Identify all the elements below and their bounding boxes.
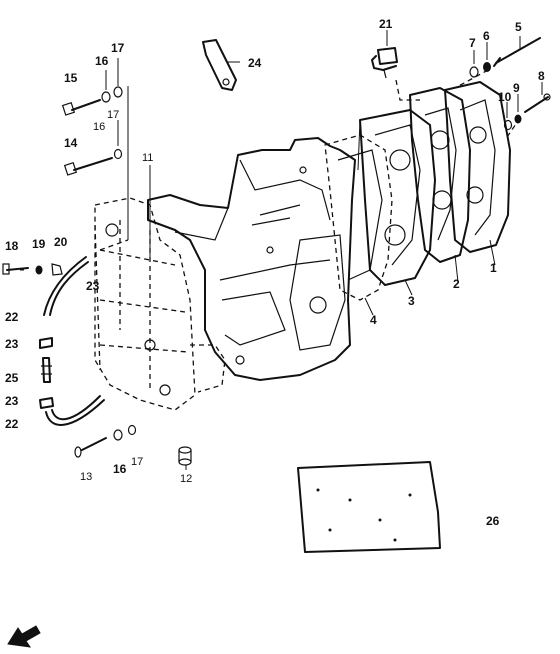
callout-2: 2 bbox=[453, 277, 460, 291]
leader-lines bbox=[20, 30, 543, 470]
callout-20: 20 bbox=[54, 235, 68, 249]
callout-16-lower: 16 bbox=[113, 462, 127, 476]
washer-17-top bbox=[113, 86, 123, 98]
forward-arrow-icon bbox=[7, 625, 41, 648]
bolt-15 bbox=[61, 99, 101, 116]
clamp-23-lower bbox=[39, 397, 54, 409]
callout-17-top: 17 bbox=[111, 41, 125, 55]
callout-19: 19 bbox=[32, 237, 46, 251]
callout-12: 12 bbox=[180, 473, 192, 485]
hose-22-upper bbox=[43, 256, 89, 316]
callout-26: 26 bbox=[486, 514, 500, 528]
washer-10 bbox=[503, 119, 513, 131]
cover-plate-1 bbox=[444, 81, 511, 253]
washer-17-lower bbox=[127, 424, 137, 436]
washer-16-lower bbox=[113, 429, 123, 441]
callout-8: 8 bbox=[538, 69, 545, 83]
washer-16-top bbox=[101, 91, 111, 103]
callout-16-mid: 16 bbox=[93, 121, 105, 133]
crankcase-block bbox=[147, 137, 356, 381]
callout-23-lower: 23 bbox=[5, 394, 19, 408]
callout-16-top: 16 bbox=[95, 54, 109, 68]
clamp-bracket-24 bbox=[202, 39, 237, 91]
clamp-23-upper bbox=[39, 337, 53, 349]
callout-22-upper: 22 bbox=[5, 310, 19, 324]
bolt-5 bbox=[493, 37, 541, 67]
callout-11: 11 bbox=[142, 152, 153, 164]
callout-25: 25 bbox=[5, 371, 19, 385]
crankcase-left-half bbox=[94, 197, 226, 411]
fitting-25 bbox=[41, 357, 52, 383]
washer-19 bbox=[35, 265, 43, 275]
bolt-13 bbox=[74, 437, 107, 458]
callout-21: 21 bbox=[379, 17, 393, 31]
clip-20 bbox=[51, 263, 63, 276]
callout-22-lower: 22 bbox=[5, 417, 19, 431]
bolt-14 bbox=[63, 157, 113, 176]
dowel-pin-12 bbox=[178, 446, 192, 466]
callout-10: 10 bbox=[498, 90, 512, 104]
callout-5: 5 bbox=[515, 20, 522, 34]
callout-18: 18 bbox=[5, 239, 19, 253]
callout-9: 9 bbox=[513, 81, 520, 95]
cylinder-cover-3 bbox=[359, 109, 436, 286]
callout-17-mid: 17 bbox=[107, 109, 119, 121]
washer-9 bbox=[514, 114, 522, 124]
callout-labels: 1 2 3 4 5 6 7 8 9 10 11 12 13 14 15 16 1… bbox=[5, 17, 545, 528]
callout-23-top: 23 bbox=[86, 279, 100, 293]
bolt-18 bbox=[2, 263, 29, 275]
callout-23-upper: 23 bbox=[5, 337, 19, 351]
callout-1: 1 bbox=[490, 261, 497, 275]
callout-14: 14 bbox=[64, 136, 78, 150]
callout-15: 15 bbox=[64, 71, 78, 85]
washer-16-mid bbox=[113, 148, 123, 160]
callout-17-lower: 17 bbox=[131, 456, 143, 468]
plug-21 bbox=[371, 47, 398, 79]
callout-24: 24 bbox=[248, 56, 262, 70]
callout-3: 3 bbox=[408, 294, 415, 308]
washer-6 bbox=[483, 62, 491, 72]
washer-7 bbox=[469, 66, 479, 78]
callout-13: 13 bbox=[80, 471, 92, 483]
gasket-sheet-26 bbox=[297, 461, 441, 553]
bolt-8 bbox=[524, 93, 551, 113]
hose-22-lower bbox=[45, 395, 105, 426]
callout-6: 6 bbox=[483, 29, 490, 43]
callout-4: 4 bbox=[370, 313, 377, 327]
callout-7: 7 bbox=[469, 36, 476, 50]
cylinder-gasket-plate-4 bbox=[324, 134, 393, 301]
